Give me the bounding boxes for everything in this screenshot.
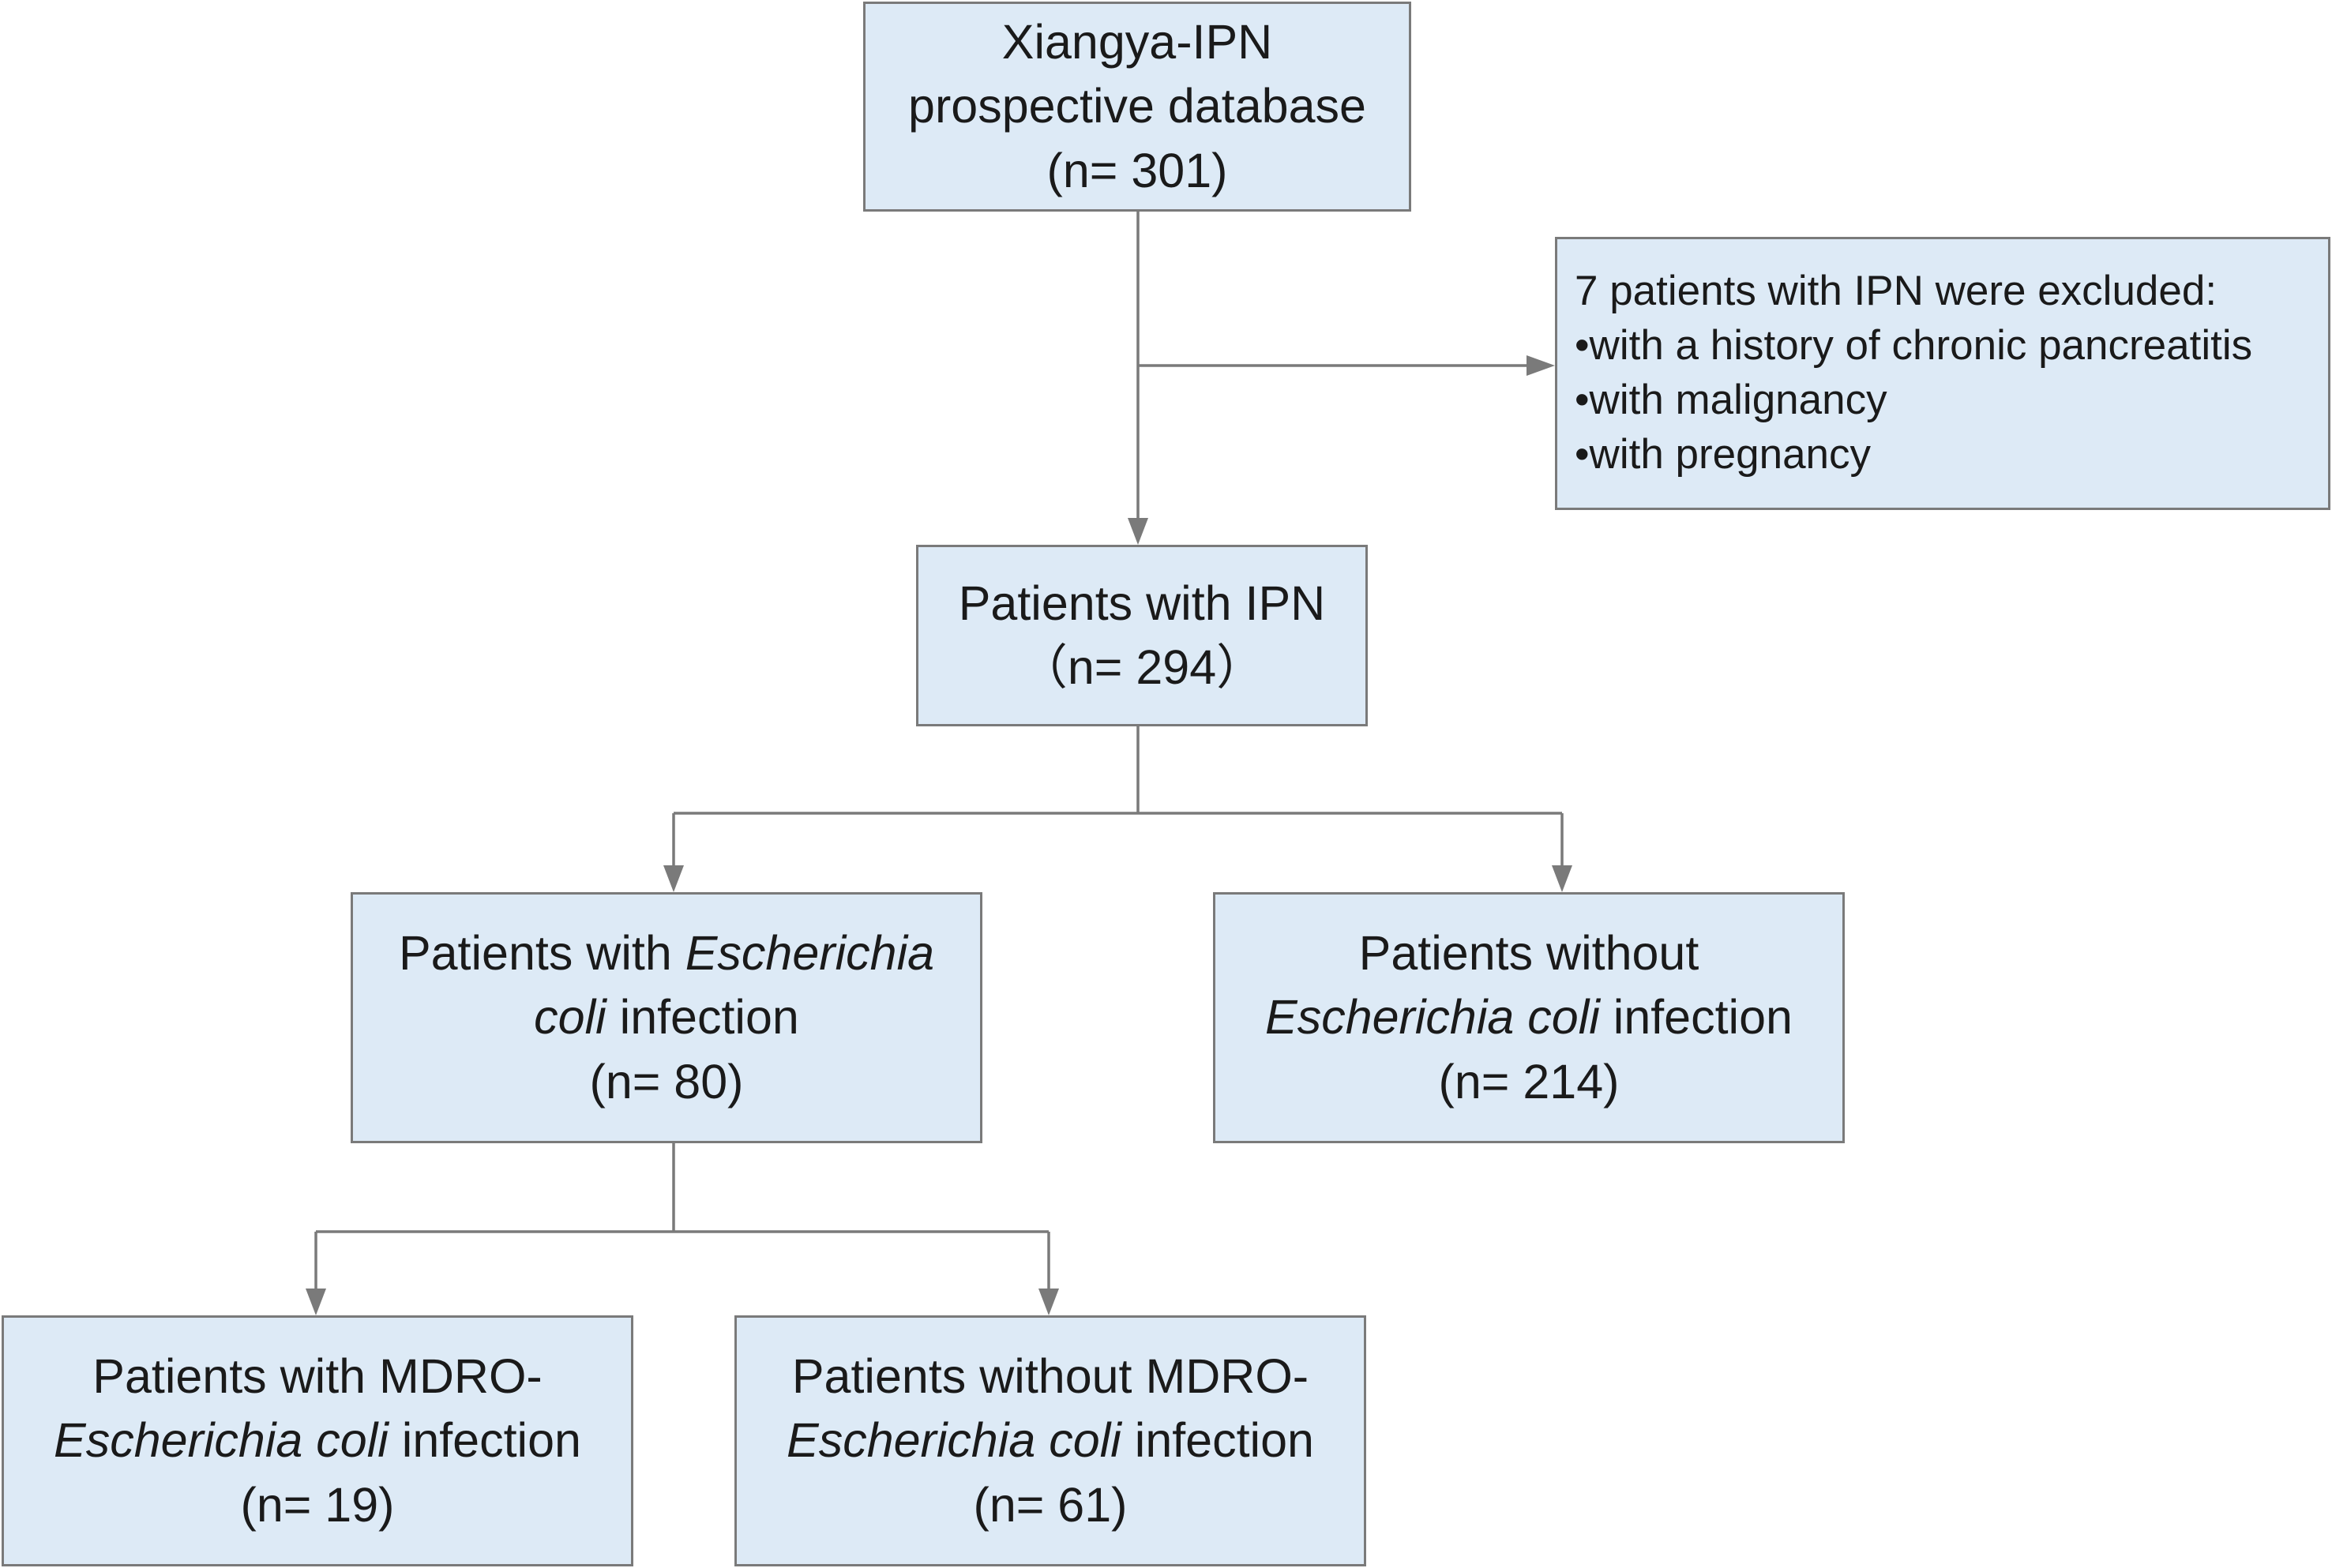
- no-ecoli-count: (n= 214): [1438, 1054, 1620, 1108]
- ecoli-prefix: Patients with: [398, 926, 685, 981]
- ipn-box: Patients with IPN （n= 294）: [916, 545, 1368, 726]
- database-subtitle: prospective database: [908, 79, 1366, 133]
- mdro-suffix: infection: [388, 1413, 581, 1468]
- excluded-reason: •with a history of chronic pancreatitis: [1575, 322, 2253, 369]
- arrowhead-no-mdro: [1038, 1289, 1059, 1315]
- ecoli-title-line1: Patients with Escherichia: [399, 921, 934, 985]
- ecoli-box: Patients with Escherichia coli infection…: [351, 892, 982, 1143]
- database-title: Xiangya-IPN: [1001, 15, 1273, 69]
- mdro-title: Patients with MDRO-: [92, 1349, 543, 1404]
- excluded-reason: •with pregnancy: [1575, 430, 1872, 478]
- no-ecoli-box: Patients without Escherichia coli infect…: [1213, 892, 1845, 1143]
- no-ecoli-suffix: infection: [1599, 990, 1793, 1045]
- ecoli-suffix: infection: [606, 990, 799, 1045]
- mdro-count: (n= 19): [240, 1477, 395, 1532]
- arrowhead-mdro: [306, 1289, 326, 1315]
- excluded-reason: •with malignancy: [1575, 377, 1887, 423]
- arrowhead-ipn: [1128, 518, 1148, 545]
- ecoli-genus: Escherichia: [685, 926, 935, 981]
- arrowhead-ecoli: [663, 865, 684, 892]
- no-mdro-organism: Escherichia coli: [787, 1413, 1121, 1468]
- no-ecoli-title: Patients without: [1358, 926, 1699, 981]
- no-ecoli-organism: Escherichia coli: [1265, 990, 1600, 1045]
- no-mdro-box: Patients without MDRO- Escherichia coli …: [734, 1315, 1366, 1566]
- no-mdro-count: (n= 61): [973, 1477, 1128, 1532]
- no-mdro-title-line2: Escherichia coli infection: [787, 1409, 1314, 1472]
- ecoli-count: (n= 80): [589, 1054, 744, 1108]
- ipn-count: （n= 294）: [1019, 640, 1265, 694]
- database-count: (n= 301): [1046, 143, 1228, 197]
- mdro-box: Patients with MDRO- Escherichia coli inf…: [2, 1315, 633, 1566]
- mdro-title-line2: Escherichia coli infection: [54, 1409, 581, 1472]
- no-mdro-title: Patients without MDRO-: [791, 1349, 1309, 1404]
- no-ecoli-title-line2: Escherichia coli infection: [1265, 985, 1793, 1049]
- arrowhead-excluded: [1527, 355, 1555, 376]
- mdro-organism: Escherichia coli: [54, 1413, 389, 1468]
- excluded-box: 7 patients with IPN were excluded: •with…: [1555, 237, 2330, 510]
- excluded-header: 7 patients with IPN were excluded:: [1575, 268, 2217, 315]
- database-box: Xiangya-IPN prospective database (n= 301…: [863, 2, 1411, 212]
- ecoli-title-line2: coli infection: [534, 985, 799, 1049]
- no-mdro-suffix: infection: [1121, 1413, 1314, 1468]
- ecoli-species: coli: [534, 990, 606, 1045]
- ipn-title: Patients with IPN: [958, 576, 1326, 630]
- arrowhead-no-ecoli: [1552, 865, 1572, 892]
